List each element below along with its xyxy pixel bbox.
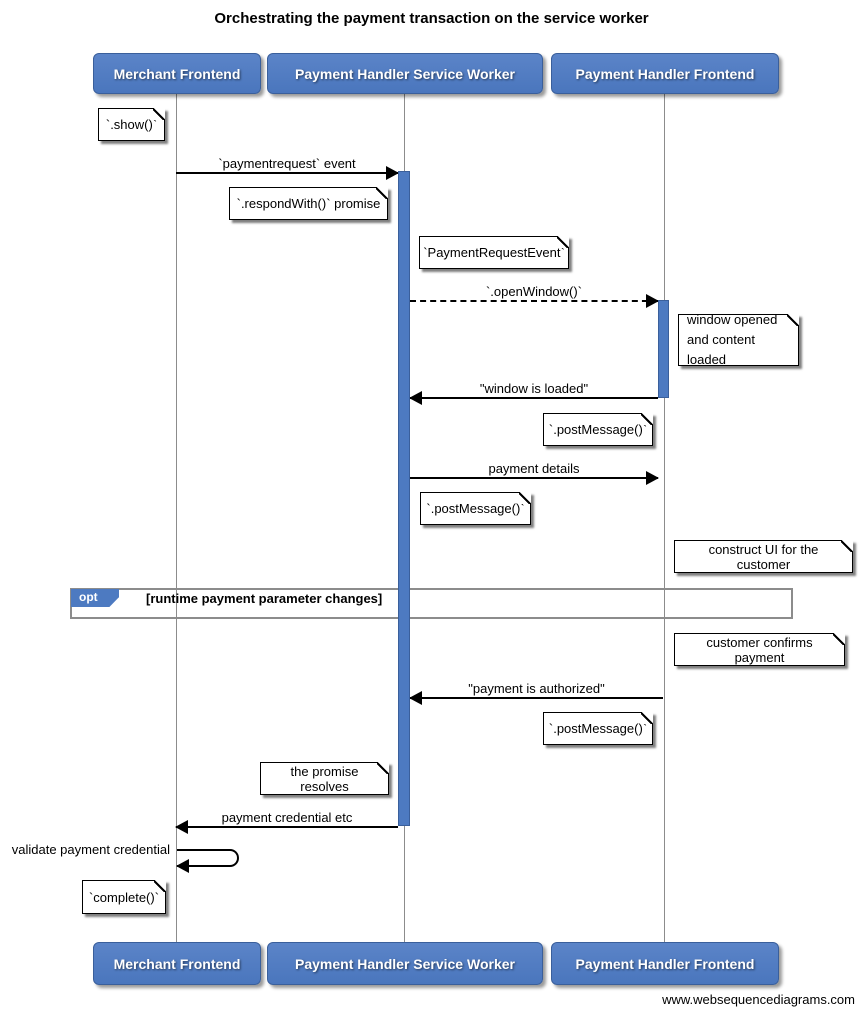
actor-payment-handler-service-worker-top: Payment Handler Service Worker xyxy=(267,53,543,94)
arrowhead-left-icon xyxy=(176,859,189,873)
note-complete: `complete()` xyxy=(82,880,166,914)
message-window-is-loaded: "window is loaded" xyxy=(409,381,658,405)
diagram-title: Orchestrating the payment transaction on… xyxy=(214,10,649,27)
message-payment-is-authorized: "payment is authorized" xyxy=(409,681,663,705)
message-payment-credential-etc: payment credential etc xyxy=(175,810,398,834)
arrowhead-left-icon xyxy=(409,691,422,705)
lifeline-payment-handler-frontend xyxy=(664,92,665,942)
note-construct-ui: construct UI for the customer xyxy=(674,540,853,573)
arrowhead-left-icon xyxy=(409,391,422,405)
arrowhead-left-icon xyxy=(175,820,188,834)
self-message-loop xyxy=(177,849,239,867)
actor-payment-handler-frontend-top: Payment Handler Frontend xyxy=(551,53,779,94)
note-payment-request-event: `PaymentRequestEvent` xyxy=(419,236,569,269)
note-respond-with-promise: `.respondWith()` promise xyxy=(229,187,388,220)
message-label: `.openWindow()` xyxy=(485,284,583,299)
activation-bar-payment-handler-frontend xyxy=(658,300,669,398)
actor-merchant-frontend-top: Merchant Frontend xyxy=(93,53,261,94)
note-promise-resolves: the promise resolves xyxy=(260,762,389,795)
note-post-message-2: `.postMessage()` xyxy=(420,492,531,525)
message-line-dashed xyxy=(410,294,659,308)
opt-fragment: opt [runtime payment parameter changes] xyxy=(70,588,793,619)
message-label: "payment is authorized" xyxy=(468,681,605,696)
message-label: payment details xyxy=(488,461,580,476)
arrowhead-right-icon xyxy=(646,294,659,308)
message-line xyxy=(409,691,663,705)
opt-fragment-condition: [runtime payment parameter changes] xyxy=(146,591,383,606)
arrowhead-right-icon xyxy=(646,471,659,485)
message-label: "window is loaded" xyxy=(479,381,589,396)
arrowhead-right-icon xyxy=(386,166,399,180)
message-label: payment credential etc xyxy=(221,810,353,825)
note-show: `.show()` xyxy=(98,108,165,141)
actor-payment-handler-frontend-bottom: Payment Handler Frontend xyxy=(551,942,779,985)
self-message-label: validate payment credential xyxy=(11,842,170,857)
note-window-opened: window opened and content loaded xyxy=(678,312,799,367)
message-line xyxy=(176,166,399,180)
activation-bar-service-worker xyxy=(398,171,410,826)
watermark: www.websequencediagrams.com xyxy=(662,992,855,1007)
message-paymentrequest-event: `paymentrequest` event xyxy=(176,156,399,180)
actor-payment-handler-service-worker-bottom: Payment Handler Service Worker xyxy=(267,942,543,985)
note-customer-confirms: customer confirms payment xyxy=(674,633,845,666)
message-label: `paymentrequest` event xyxy=(218,156,356,171)
note-post-message-3: `.postMessage()` xyxy=(543,712,653,745)
message-line xyxy=(175,820,398,834)
message-line xyxy=(409,391,658,405)
message-open-window: `.openWindow()` xyxy=(410,284,659,308)
message-payment-details: payment details xyxy=(410,461,659,485)
actor-merchant-frontend-bottom: Merchant Frontend xyxy=(93,942,261,985)
note-post-message-1: `.postMessage()` xyxy=(543,413,653,446)
message-line xyxy=(410,471,659,485)
opt-fragment-operator: opt xyxy=(71,589,119,607)
lifeline-merchant-frontend xyxy=(176,92,177,942)
